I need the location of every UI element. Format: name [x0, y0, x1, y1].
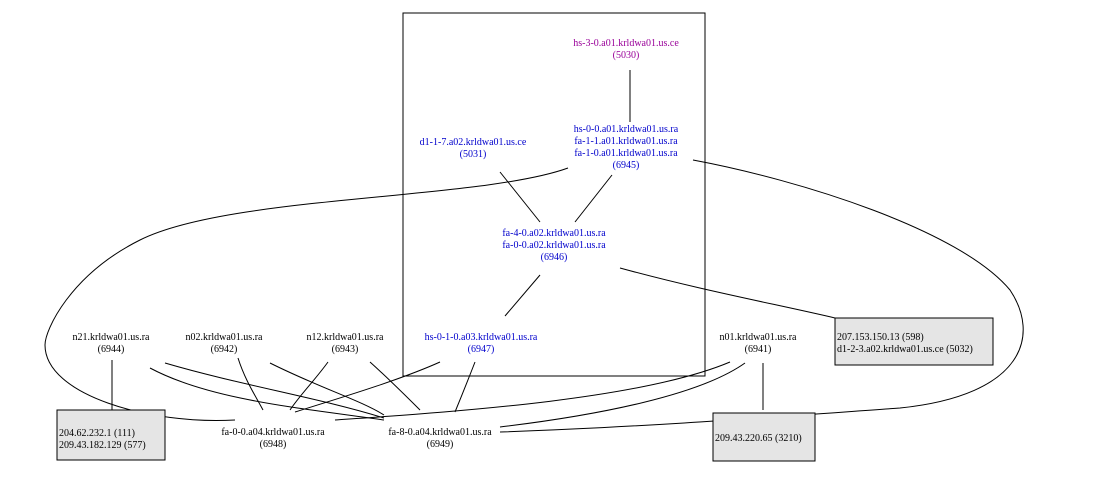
node-label-line: hs-0-0.a01.krldwa01.us.ra [574, 124, 679, 135]
node-label-hs30: hs-3-0.a01.krldwa01.us.ce(5030) [573, 38, 679, 61]
edge-n02-fa80 [164, 362, 385, 419]
edge-hs00-n21-loop [44, 167, 569, 422]
node-label-line: n21.krldwa01.us.ra [73, 332, 150, 343]
node-label-line: 209.43.182.129 (577) [59, 440, 146, 451]
node-label-line: fa-0-0.a04.krldwa01.us.ra [221, 427, 325, 438]
edge-hs00-fa80-loop [499, 159, 1024, 433]
node-label-line: (5031) [460, 149, 487, 160]
node-label-d117: d1-1-7.a02.krldwa01.us.ce(5031) [420, 137, 527, 160]
node-label-line: fa-1-1.a01.krldwa01.us.ra [574, 136, 678, 147]
edge-n12-fa00 [289, 361, 329, 411]
node-label-fa00a04: fa-0-0.a04.krldwa01.us.ra(6948) [221, 427, 325, 450]
node-label-line: 207.153.150.13 (598) [837, 332, 924, 343]
node-label-n21: n21.krldwa01.us.ra(6944) [73, 332, 150, 355]
node-label-line: (6946) [541, 252, 568, 263]
edge-hs00-fa40 [574, 174, 613, 223]
node-label-line: (6941) [745, 344, 772, 355]
node-label-line: (6942) [211, 344, 238, 355]
node-label-hs010: hs-0-1-0.a03.krldwa01.us.ra(6947) [425, 332, 538, 355]
edge-fa40-box207 [619, 267, 836, 319]
node-label-line: hs-3-0.a01.krldwa01.us.ce [573, 38, 679, 49]
edge-n02-fa00 [237, 357, 264, 411]
box-207-node [834, 317, 994, 366]
node-label-box207: 207.153.150.13 (598)d1-2-3.a02.krldwa01.… [837, 332, 973, 355]
edge-n01-fa00 [334, 361, 731, 421]
node-label-line: (5030) [613, 50, 640, 61]
node-label-line: fa-1-0.a01.krldwa01.us.ra [574, 148, 678, 159]
node-label-line: (6947) [468, 344, 495, 355]
cluster-box [402, 12, 706, 377]
edge-n12-fa80 [269, 362, 385, 416]
node-label-n01: n01.krldwa01.us.ra(6941) [720, 332, 797, 355]
box-209-node [712, 412, 816, 462]
node-label-line: (6944) [98, 344, 125, 355]
node-label-line: (6945) [613, 160, 640, 171]
node-label-line: (6949) [427, 439, 454, 450]
node-label-line: 204.62.232.1 (111) [59, 428, 135, 439]
box-204-node [56, 409, 166, 461]
node-label-line: (6948) [260, 439, 287, 450]
edge-fa40-hs010 [504, 274, 541, 317]
edge-n01-fa80 [499, 362, 746, 428]
node-label-box204: 204.62.232.1 (111)209.43.182.129 (577) [59, 428, 146, 451]
node-label-box209: 209.43.220.65 (3210) [715, 433, 802, 444]
edge-n12b-fa80 [369, 361, 421, 411]
node-label-line: fa-4-0.a02.krldwa01.us.ra [502, 228, 606, 239]
node-label-line: d1-1-7.a02.krldwa01.us.ce [420, 137, 527, 148]
node-label-line: n01.krldwa01.us.ra [720, 332, 797, 343]
node-label-line: (6943) [332, 344, 359, 355]
edge-hs010-fa80 [454, 361, 476, 413]
edges [44, 70, 1024, 433]
node-label-line: fa-0-0.a02.krldwa01.us.ra [502, 240, 606, 251]
edge-hs010-fa00 [294, 361, 441, 413]
node-label-n12: n12.krldwa01.us.ra(6943) [307, 332, 384, 355]
node-label-fa80a04: fa-8-0.a04.krldwa01.us.ra(6949) [388, 427, 492, 450]
node-label-n02: n02.krldwa01.us.ra(6942) [186, 332, 263, 355]
edge-d117-fa40 [499, 171, 541, 223]
node-label-line: fa-8-0.a04.krldwa01.us.ra [388, 427, 492, 438]
node-labels: hs-3-0.a01.krldwa01.us.ce(5030) hs-0-0.a0… [59, 38, 973, 451]
edge-n21-fa80 [149, 367, 385, 421]
node-label-line: d1-2-3.a02.krldwa01.us.ce (5032) [837, 344, 973, 355]
node-label-line: 209.43.220.65 (3210) [715, 433, 802, 444]
node-label-line: hs-0-1-0.a03.krldwa01.us.ra [425, 332, 538, 343]
node-label-line: n02.krldwa01.us.ra [186, 332, 263, 343]
node-label-line: n12.krldwa01.us.ra [307, 332, 384, 343]
